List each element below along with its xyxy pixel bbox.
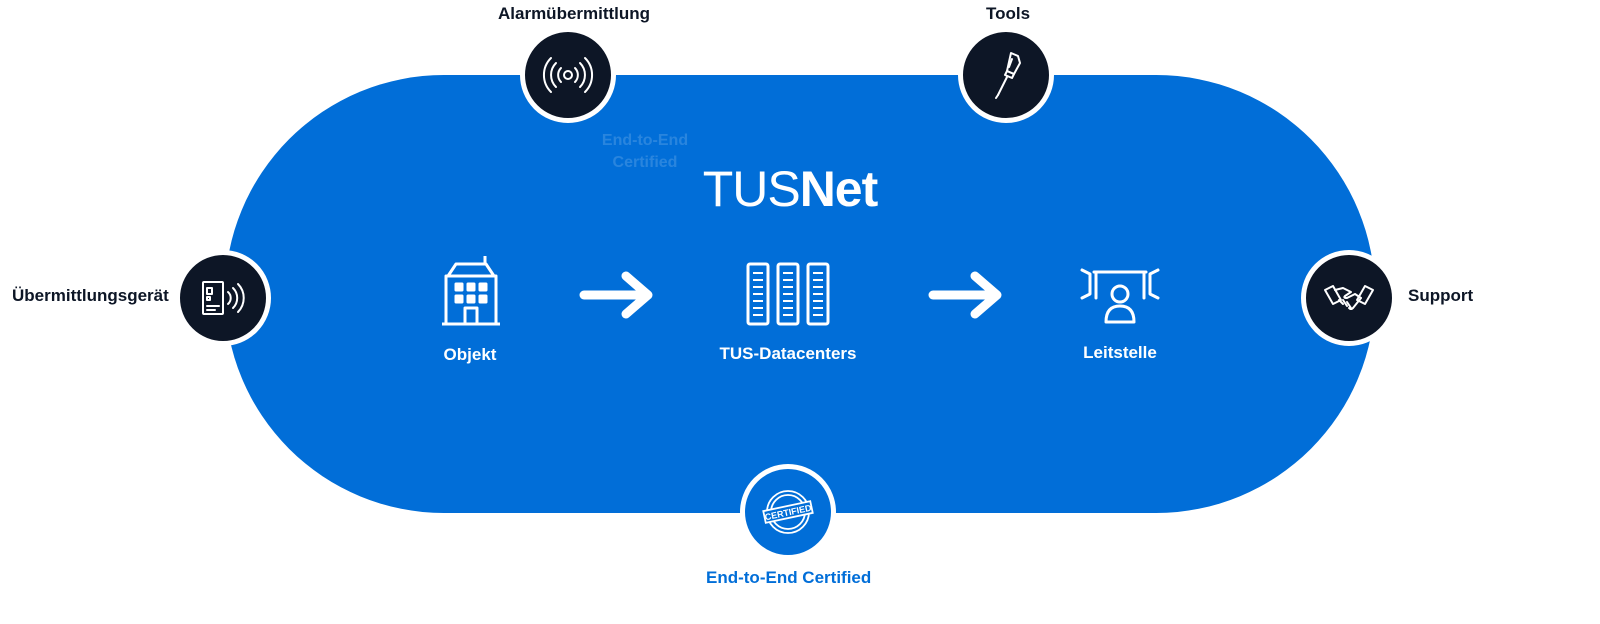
arrow-right-icon	[928, 271, 1002, 319]
certified-label: End-to-End Certified	[706, 568, 872, 587]
tools-label: Tools	[986, 4, 1031, 23]
building-icon	[442, 256, 500, 326]
server-racks-icon	[746, 262, 830, 326]
support-label: Support	[1408, 286, 1474, 305]
title-prefix: TUS	[702, 161, 801, 217]
arrow-right-icon	[579, 271, 653, 319]
transmitter-device-icon	[202, 281, 245, 315]
certified-node: CERTIFIED	[740, 464, 836, 560]
alarm-label: Alarmübermittlung	[498, 4, 651, 23]
screwdriver-icon	[995, 52, 1021, 99]
tusnet-network-area	[225, 75, 1375, 513]
flow-datacenters-label: TUS-Datacenters	[719, 344, 857, 363]
title-suffix: Net	[799, 161, 879, 217]
support-node	[1301, 250, 1397, 346]
device-node	[175, 250, 271, 346]
flow-objekt-label: Objekt	[443, 345, 497, 364]
alarm-node	[520, 27, 616, 123]
tusnet-title: TUSNet	[700, 160, 880, 218]
device-label: Übermittlungsgerät	[12, 286, 169, 305]
tools-node	[958, 27, 1054, 123]
certified-stamp-icon: CERTIFIED	[762, 490, 814, 534]
control-room-icon	[1080, 268, 1160, 324]
faded-certified-text: End-to-End Certified	[601, 132, 689, 171]
handshake-icon	[1324, 285, 1374, 310]
broadcast-icon	[542, 57, 594, 93]
flow-leitstelle-label: Leitstelle	[1083, 343, 1157, 362]
